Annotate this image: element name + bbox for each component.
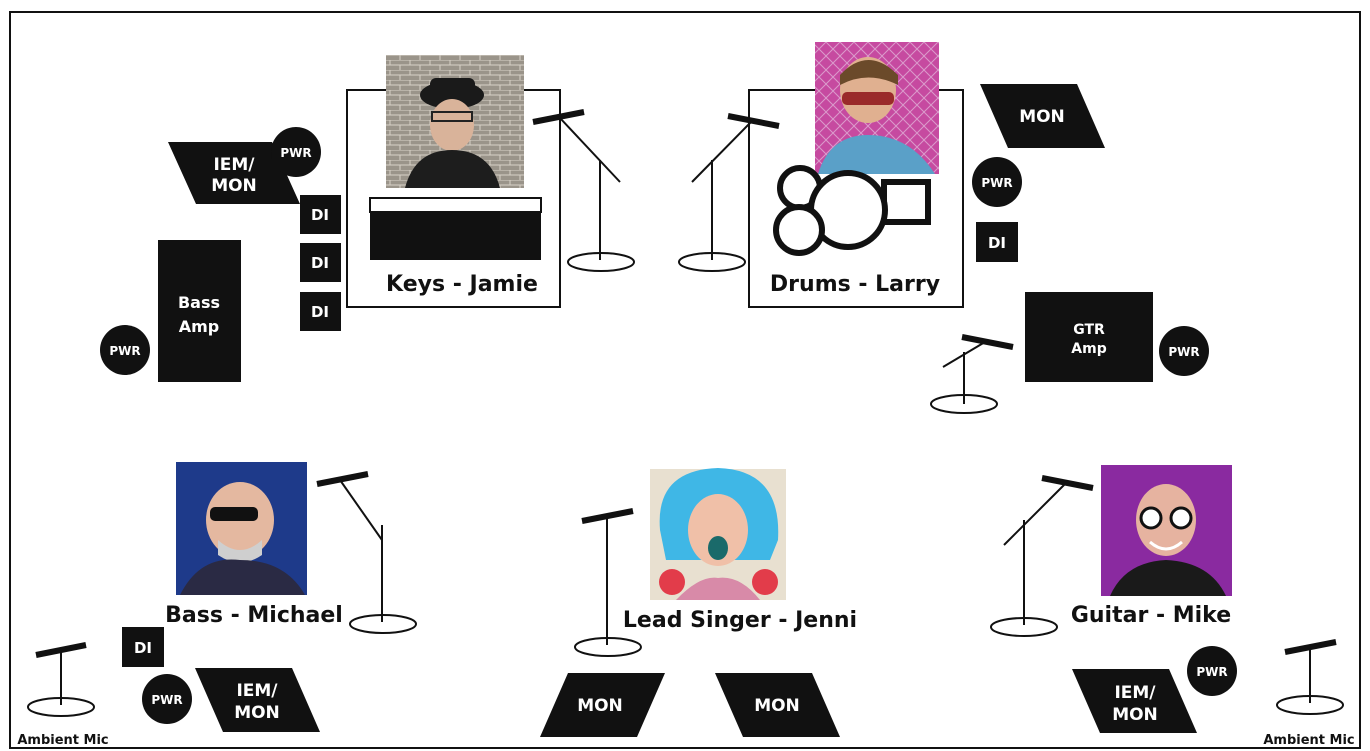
svg-text:Amp: Amp bbox=[179, 317, 220, 336]
ambient-mic-right bbox=[1276, 639, 1344, 715]
svg-text:IEM/: IEM/ bbox=[1114, 683, 1156, 703]
svg-text:PWR: PWR bbox=[981, 176, 1012, 190]
guitar-label: Guitar - Mike bbox=[1071, 603, 1231, 628]
svg-text:PWR: PWR bbox=[280, 146, 311, 160]
svg-text:DI: DI bbox=[311, 254, 329, 272]
svg-text:DI: DI bbox=[988, 234, 1006, 252]
bass-photo bbox=[176, 462, 307, 595]
guitar-pwr: PWR bbox=[1187, 646, 1237, 696]
lead-monitor-right: MON bbox=[715, 673, 840, 737]
drums-di: DI bbox=[976, 222, 1018, 262]
svg-text:PWR: PWR bbox=[109, 344, 140, 358]
bass-mic-stand bbox=[316, 471, 417, 634]
bass-amp-pwr: PWR bbox=[100, 325, 150, 375]
svg-text:IEM/: IEM/ bbox=[213, 155, 255, 175]
keyboard-top bbox=[369, 197, 542, 213]
svg-text:DI: DI bbox=[311, 303, 329, 321]
lead-label: Lead Singer - Jenni bbox=[623, 608, 857, 633]
keys-iem-monitor: IEM/ MON bbox=[168, 142, 300, 204]
keys-di-3: DI bbox=[300, 292, 341, 331]
keys-mic-stand bbox=[532, 109, 635, 272]
keyboard-body bbox=[370, 212, 541, 260]
guitar-iem-monitor: IEM/ MON bbox=[1072, 669, 1197, 733]
lead-photo bbox=[650, 468, 786, 600]
guitar-photo bbox=[1101, 465, 1232, 596]
bass-pwr: PWR bbox=[142, 674, 192, 724]
keys-di-1: DI bbox=[300, 195, 341, 234]
svg-text:MON: MON bbox=[577, 696, 623, 716]
ambient-mic-left-label: Ambient Mic bbox=[17, 733, 108, 748]
gtr-amp-mic-stand bbox=[930, 334, 1014, 414]
drums-label: Drums - Larry bbox=[770, 272, 940, 297]
svg-text:Bass: Bass bbox=[178, 293, 220, 312]
svg-text:GTR: GTR bbox=[1073, 322, 1105, 338]
ambient-mic-right-label: Ambient Mic bbox=[1263, 733, 1354, 748]
keys-photo bbox=[386, 55, 524, 188]
svg-text:MON: MON bbox=[234, 703, 280, 723]
keys-label: Keys - Jamie bbox=[386, 272, 538, 297]
gtr-amp: GTR Amp bbox=[1025, 292, 1153, 382]
plot-border bbox=[9, 11, 1361, 749]
svg-text:MON: MON bbox=[1019, 107, 1065, 127]
svg-text:PWR: PWR bbox=[151, 693, 182, 707]
bass-amp: Bass Amp bbox=[158, 240, 241, 382]
drums-photo bbox=[815, 42, 939, 174]
drum-kit-icon bbox=[773, 165, 931, 256]
svg-text:MON: MON bbox=[1112, 705, 1158, 725]
svg-text:IEM/: IEM/ bbox=[236, 681, 278, 701]
keys-di-2: DI bbox=[300, 243, 341, 282]
svg-text:DI: DI bbox=[134, 639, 152, 657]
ambient-mic-left bbox=[27, 642, 95, 717]
drums-mic-stand bbox=[678, 113, 780, 272]
svg-text:DI: DI bbox=[311, 206, 329, 224]
drums-monitor: MON bbox=[980, 84, 1105, 148]
lead-mic-stand bbox=[574, 508, 642, 657]
bass-di: DI bbox=[122, 627, 164, 667]
bass-iem-monitor: IEM/ MON bbox=[195, 668, 320, 732]
gtr-amp-pwr: PWR bbox=[1159, 326, 1209, 376]
svg-text:MON: MON bbox=[211, 176, 257, 196]
drums-pwr: PWR bbox=[972, 157, 1022, 207]
svg-text:PWR: PWR bbox=[1168, 345, 1199, 359]
keys-pwr: PWR bbox=[271, 127, 321, 177]
svg-text:MON: MON bbox=[754, 696, 800, 716]
lead-monitor-left: MON bbox=[540, 673, 665, 737]
bass-label: Bass - Michael bbox=[165, 603, 343, 628]
svg-text:PWR: PWR bbox=[1196, 665, 1227, 679]
guitar-mic-stand bbox=[990, 475, 1094, 637]
svg-text:Amp: Amp bbox=[1071, 341, 1106, 357]
